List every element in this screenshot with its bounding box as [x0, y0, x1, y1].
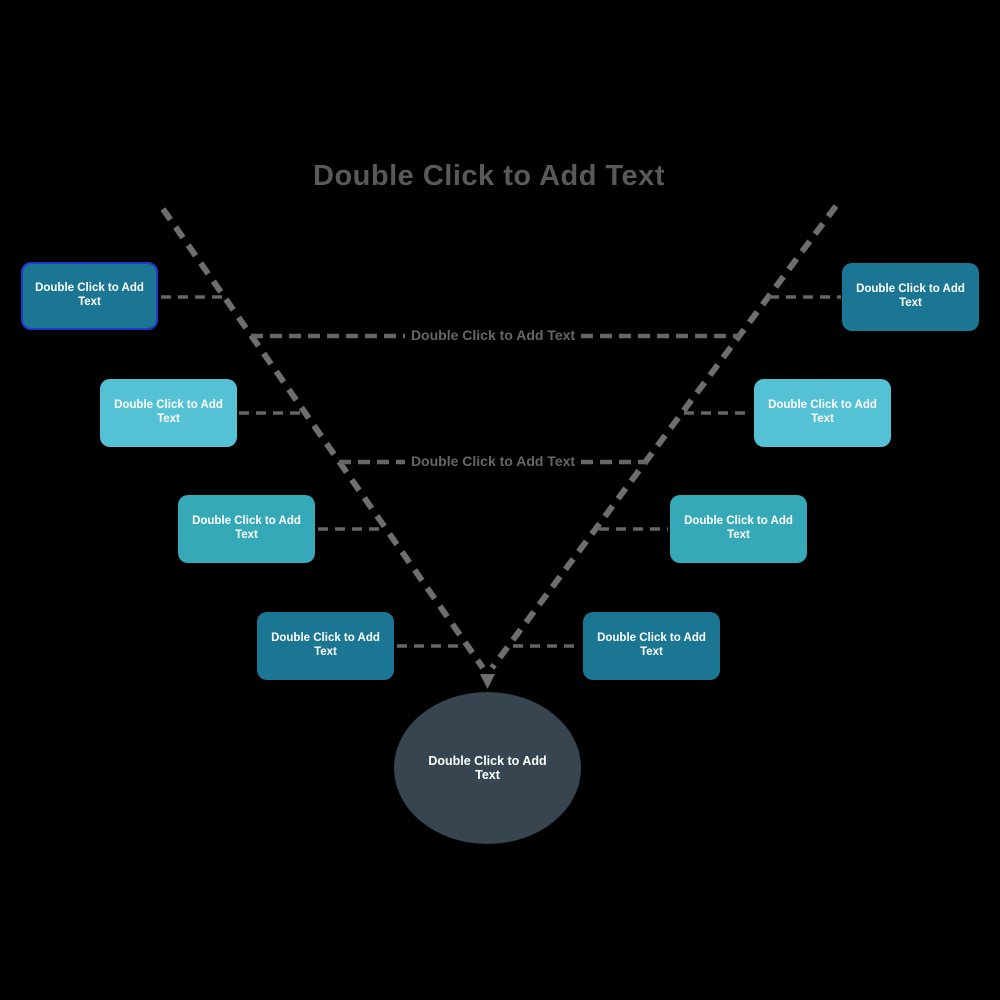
- node-box-right-4[interactable]: Double Click to Add Text: [583, 612, 720, 680]
- node-box-left-2[interactable]: Double Click to Add Text: [100, 379, 237, 447]
- node-box-left-4[interactable]: Double Click to Add Text: [257, 612, 394, 680]
- node-box-left-1[interactable]: Double Click to Add Text: [21, 262, 158, 330]
- node-box-left-3[interactable]: Double Click to Add Text: [178, 495, 315, 563]
- v-line-left[interactable]: [160, 207, 486, 670]
- branch-label-bottom[interactable]: Double Click to Add Text: [410, 453, 576, 469]
- node-box-right-3[interactable]: Double Click to Add Text: [670, 495, 807, 563]
- node-box-right-1[interactable]: Double Click to Add Text: [842, 263, 979, 331]
- branch-label-top[interactable]: Double Click to Add Text: [410, 327, 576, 343]
- v-apex-arrowhead-icon: [480, 674, 495, 689]
- effect-ellipse[interactable]: Double Click to Add Text: [394, 692, 581, 844]
- diagram-title[interactable]: Double Click to Add Text: [313, 160, 665, 192]
- node-box-right-2[interactable]: Double Click to Add Text: [754, 379, 891, 447]
- v-line-right[interactable]: [489, 204, 839, 670]
